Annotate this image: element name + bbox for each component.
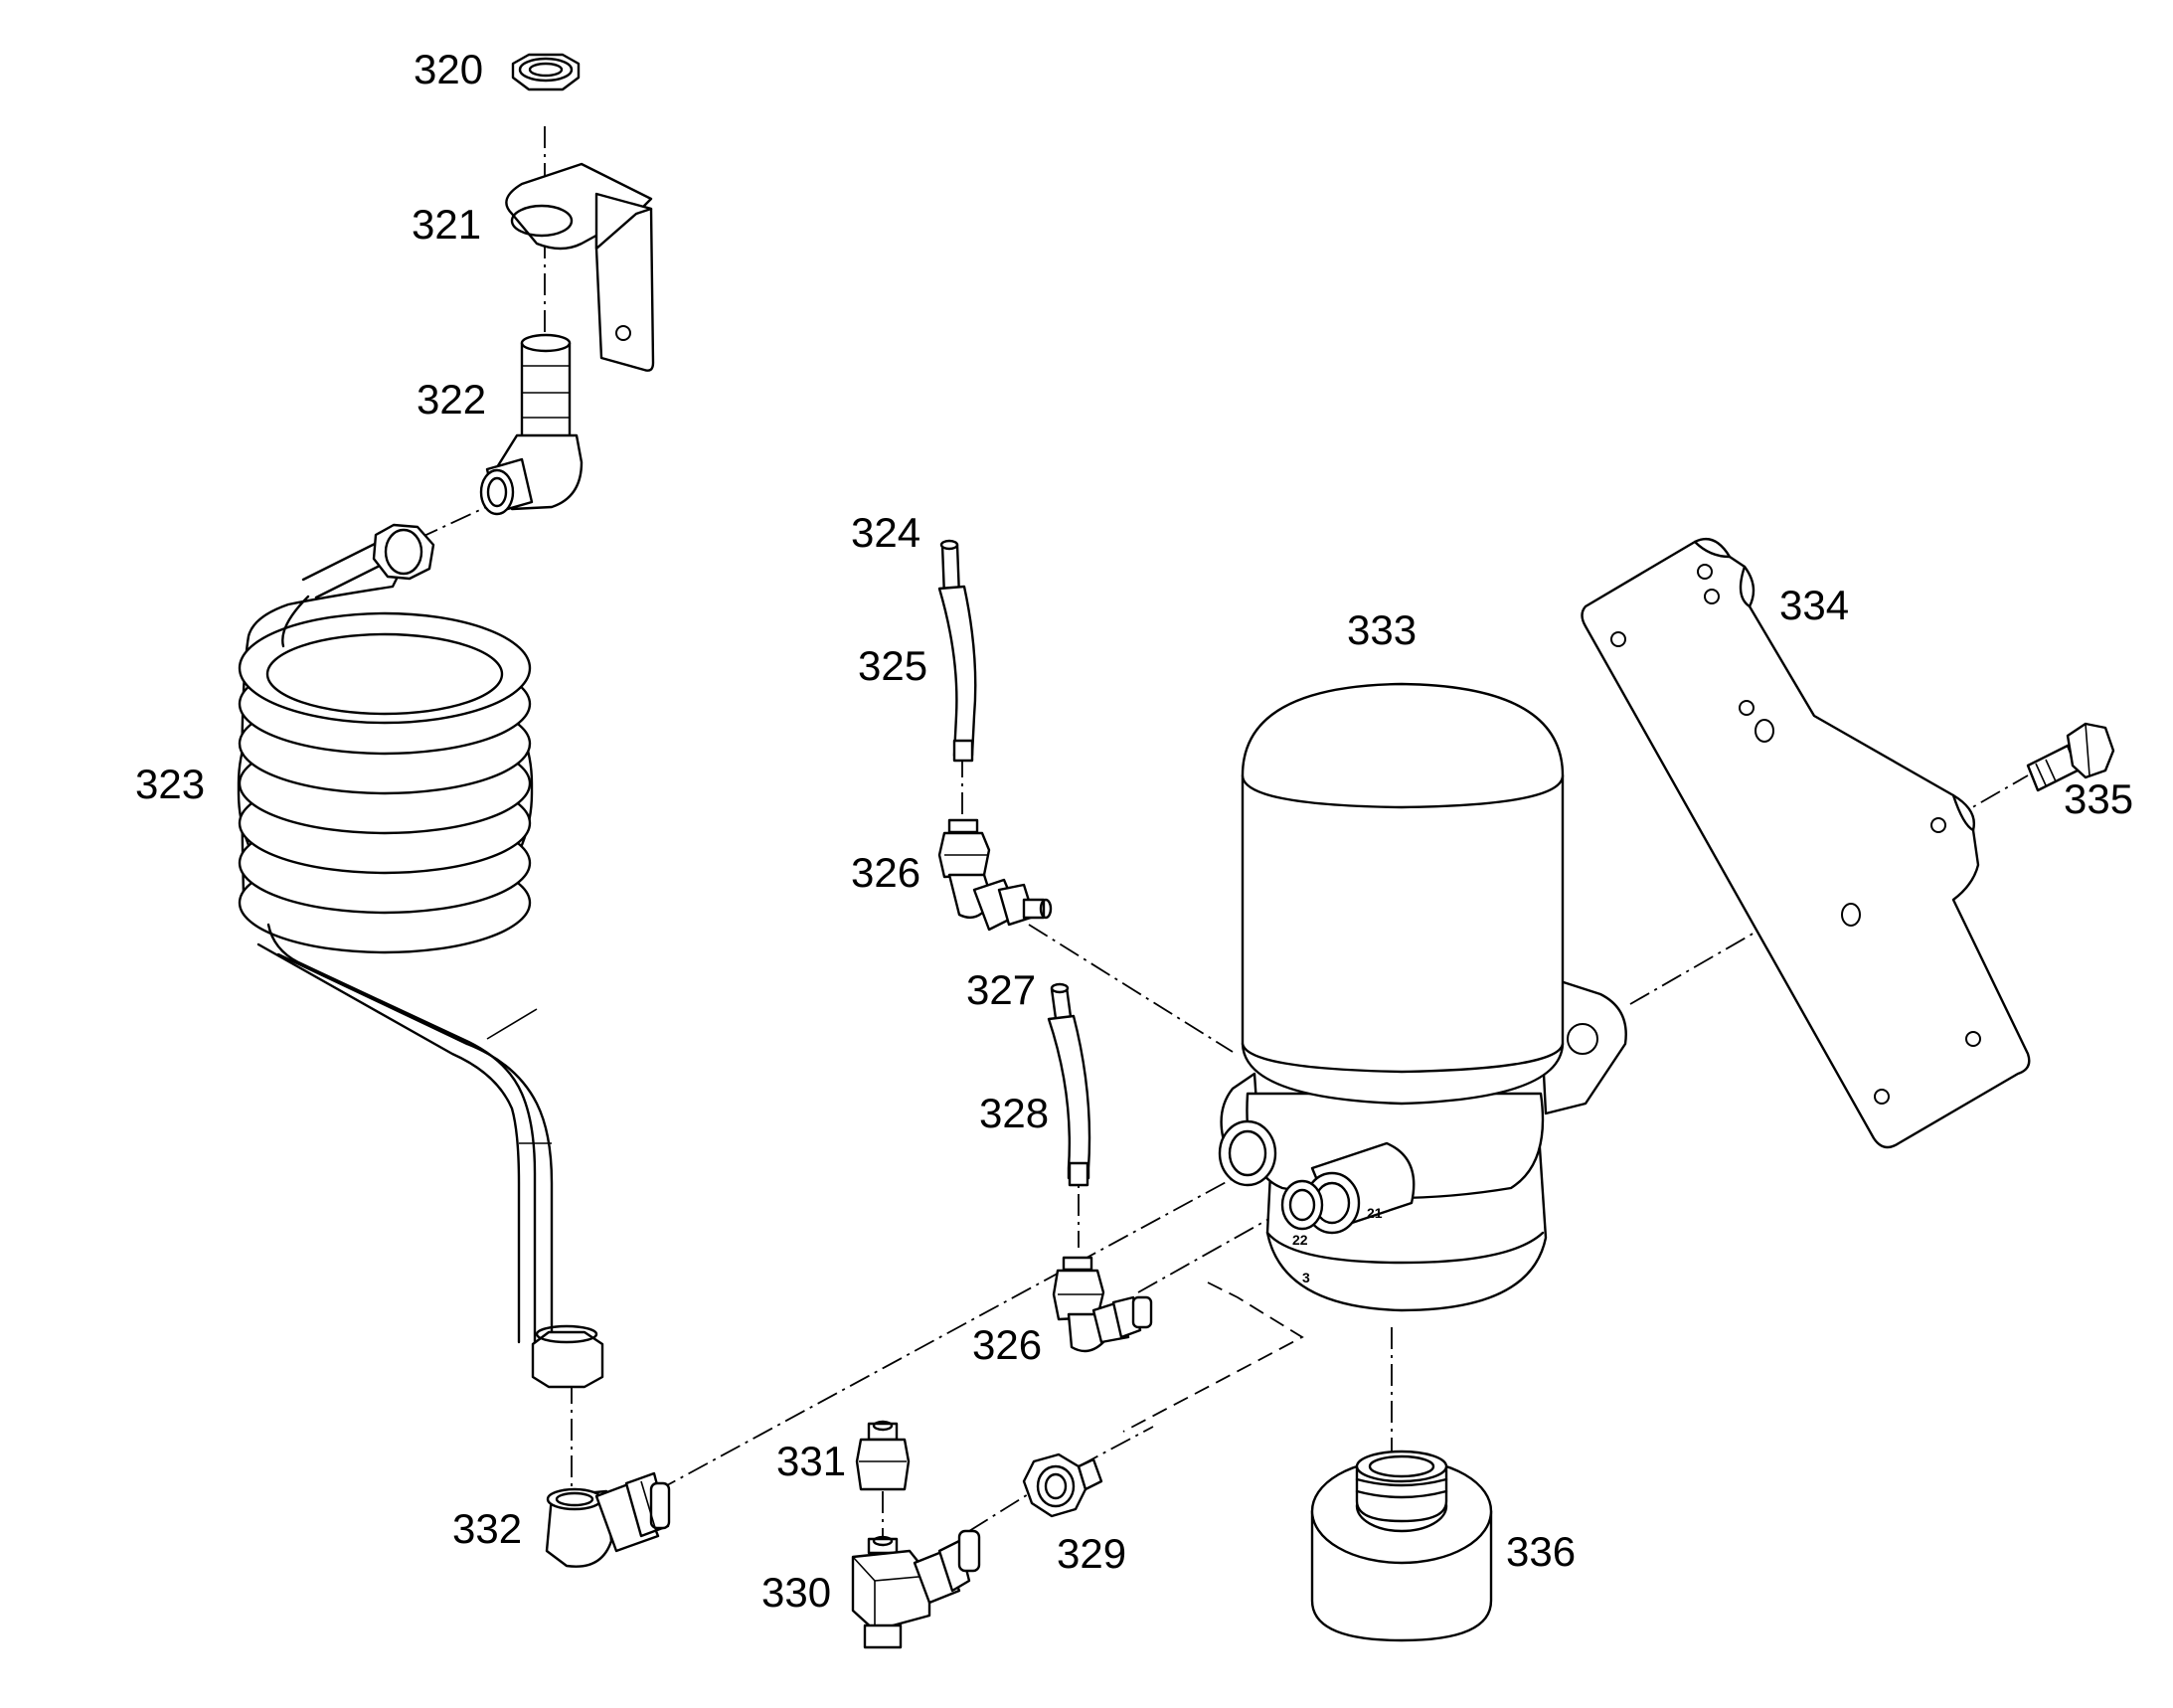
callout-labels: 320 321 322 323 324 325 326 327 328 326 …	[135, 46, 2133, 1616]
callout-335: 335	[2064, 775, 2133, 822]
callout-326-lower: 326	[972, 1321, 1042, 1368]
callout-334: 334	[1779, 582, 1849, 628]
port-mark-21: 21	[1367, 1205, 1383, 1221]
callout-320: 320	[414, 46, 483, 92]
part-331-nipple	[855, 1420, 911, 1491]
callout-331: 331	[776, 1438, 846, 1484]
callout-332: 332	[452, 1505, 522, 1552]
port-mark-22: 22	[1292, 1232, 1308, 1248]
callout-324: 324	[851, 509, 920, 556]
part-321-bracket	[505, 162, 655, 372]
callout-329: 329	[1057, 1530, 1126, 1577]
callout-322: 322	[417, 376, 486, 423]
part-336-cap	[1310, 1450, 1493, 1642]
callout-330: 330	[761, 1569, 831, 1616]
part-327-328-tube	[1047, 982, 1091, 1187]
part-320-hex-nut	[511, 53, 581, 91]
callout-321: 321	[412, 201, 481, 248]
part-323-coil-tube	[237, 523, 604, 1389]
part-326-elbow-upper	[937, 818, 1053, 932]
callout-325: 325	[858, 642, 927, 689]
part-330-tee-fitting	[851, 1529, 981, 1649]
part-329-adapter	[1022, 1452, 1103, 1518]
callout-323: 323	[135, 761, 205, 807]
callout-328: 328	[979, 1090, 1049, 1136]
part-335-bolt	[2026, 722, 2115, 792]
part-322-elbow-fitting	[479, 333, 584, 516]
part-333-main-unit: 21 22 3	[1218, 682, 1627, 1312]
port-mark-3: 3	[1302, 1270, 1310, 1285]
part-334-mounting-plate	[1581, 537, 2031, 1149]
callout-326-upper: 326	[851, 849, 920, 896]
callout-333: 333	[1347, 606, 1417, 653]
part-332-elbow	[545, 1471, 671, 1568]
callout-327: 327	[966, 966, 1036, 1013]
callout-336: 336	[1506, 1528, 1576, 1575]
part-324-325-tube	[937, 539, 977, 763]
part-326-elbow-lower	[1052, 1256, 1153, 1353]
